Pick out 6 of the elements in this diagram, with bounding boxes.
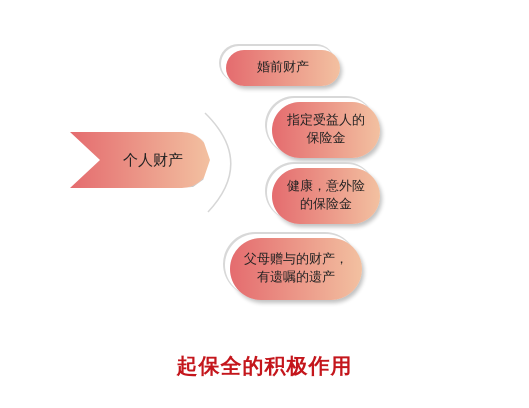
rounded-box: 指定受益人的保险金 [272,102,380,158]
rounded-box: 父母赠与的财产，有遗嘱的遗产 [230,238,362,300]
rounded-box: 健康，意外险的保险金 [272,168,380,224]
rounded-box: 婚前财产 [226,50,340,86]
caption: 起保全的积极作用 [175,353,354,380]
chevron-box: 个人财产 [70,132,210,188]
